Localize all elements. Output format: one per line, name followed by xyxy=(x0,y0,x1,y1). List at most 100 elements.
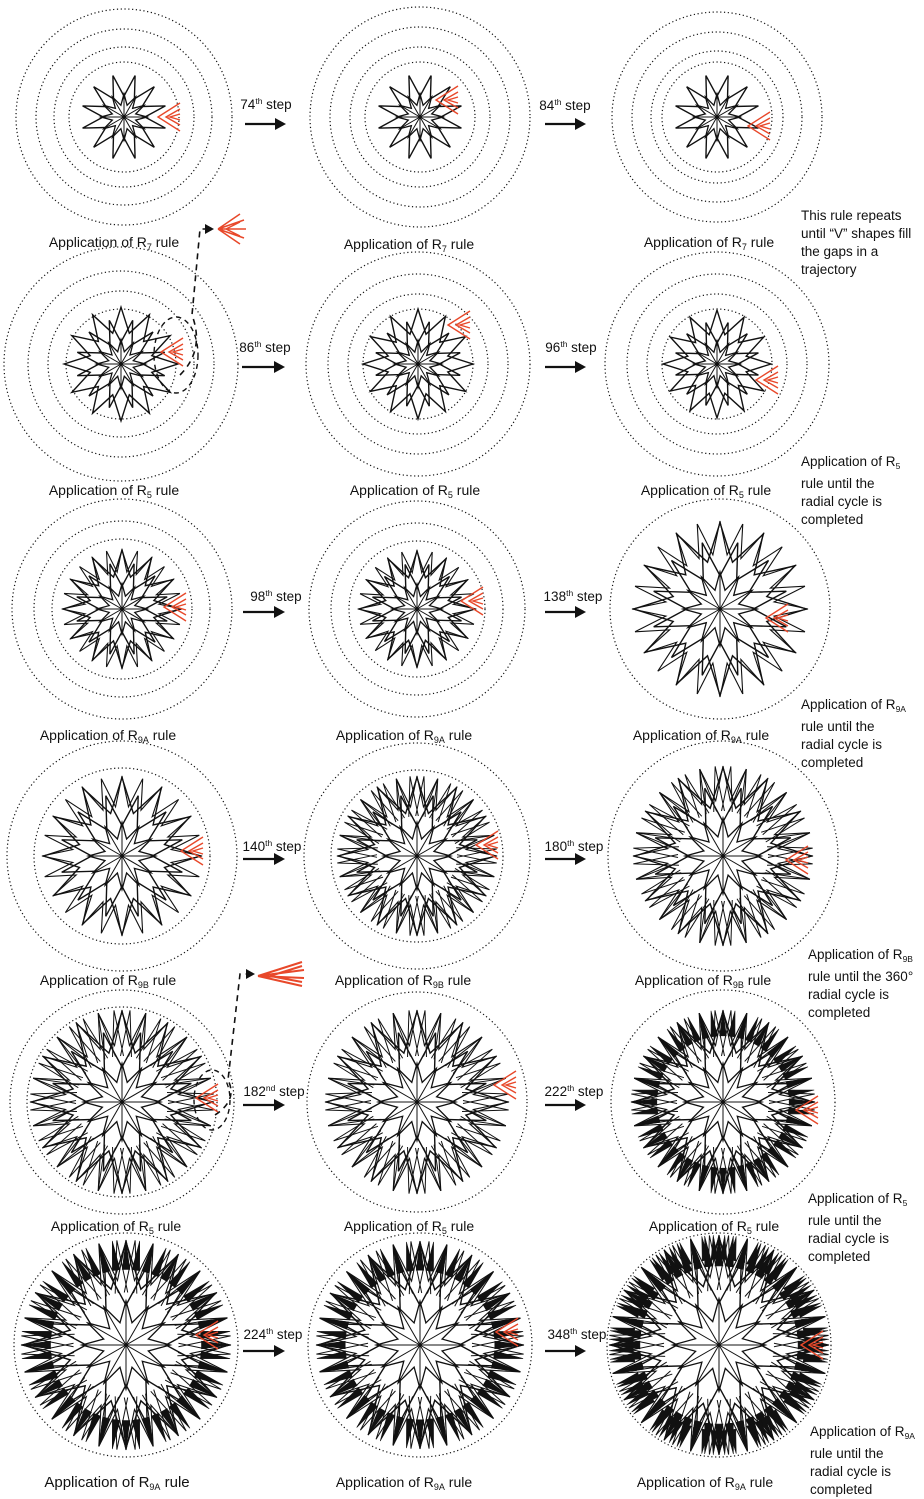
step-arrow-r4-2-head xyxy=(575,853,586,865)
fan-inset-2 xyxy=(257,961,305,987)
note-r1: This rule repeats until “V” shapes fill … xyxy=(801,208,912,277)
highlight-mark-r3-c3 xyxy=(764,603,789,633)
step-label-r3-b: 138th step xyxy=(543,588,603,604)
pattern-r1-c3 xyxy=(675,75,759,159)
step-label-r5-b: 222th step xyxy=(544,1083,604,1099)
highlight-mark-r2-c1 xyxy=(159,337,184,367)
highlight-mark-r6-c2 xyxy=(494,1317,519,1347)
ring-r6-c2-1 xyxy=(307,1232,533,1458)
callout-ellipse-1 xyxy=(153,316,199,394)
caption-r1-c2: Application of R7 rule xyxy=(343,236,475,254)
pattern-r6-c3 xyxy=(608,1234,830,1456)
ring-r4-c2-1 xyxy=(303,742,531,970)
caption-r3-c1: Application of R9A rule xyxy=(39,727,177,745)
pattern-r5-c2 xyxy=(324,1009,510,1195)
note-r6: Application of R9A rule until the radial… xyxy=(810,1424,915,1497)
step-arrow-r1-1-head xyxy=(275,118,286,130)
step-arrow-r6-1-head xyxy=(274,1345,285,1357)
ring-r2-c2-3 xyxy=(347,293,489,435)
ring-r2-c1-2 xyxy=(27,270,215,458)
ring-r3-c2-1 xyxy=(308,500,526,718)
step-label-r1-a: 74th step xyxy=(240,96,292,112)
ring-r1-c3-4 xyxy=(661,61,773,173)
callout-leader-1 xyxy=(179,228,212,376)
ring-r5-c1-1 xyxy=(9,989,235,1215)
ring-r3-c3-1 xyxy=(609,498,831,720)
ring-r1-c1-4 xyxy=(68,61,180,173)
ring-r4-c3-1 xyxy=(607,740,839,972)
note-r4: Application of R9B rule until the 360° r… xyxy=(808,947,914,1020)
pattern-r6-c1 xyxy=(20,1239,232,1451)
step-arrow-r4-1-head xyxy=(274,853,285,865)
caption-r4-c1: Application of R9B rule xyxy=(39,972,177,990)
pattern-r6-c2 xyxy=(315,1240,525,1450)
highlight-mark-r3-c1 xyxy=(162,592,187,622)
caption-r6-c1: Application of R9A rule xyxy=(44,1474,190,1492)
pattern-r4-c2 xyxy=(336,775,498,937)
ring-r1-c2-3 xyxy=(349,46,491,188)
highlight-mark-r4-c2 xyxy=(474,830,499,860)
ring-r3-c2-2 xyxy=(330,522,504,696)
pattern-r5-c3 xyxy=(630,1009,816,1195)
caption-r4-c3: Application of R9B rule xyxy=(634,972,772,990)
step-arrow-r5-1-head xyxy=(274,1099,285,1111)
highlight-mark-r4-c1 xyxy=(179,836,204,866)
step-label-r2-a: 86th step xyxy=(239,339,291,355)
caption-r5-c3: Application of R5 rule xyxy=(648,1218,780,1236)
ring-r2-c1-3 xyxy=(47,290,195,438)
pattern-r3-c3 xyxy=(631,520,809,698)
step-label-r6-a: 224th step xyxy=(243,1326,303,1342)
pattern-r2-c3 xyxy=(660,307,774,421)
ring-r4-c2-2 xyxy=(330,769,504,943)
ring-r2-c3-2 xyxy=(626,273,808,455)
ring-r1-c1-2 xyxy=(35,28,213,206)
fan-inset-1 xyxy=(217,213,246,245)
highlight-mark-r1-c2 xyxy=(434,85,459,115)
step-arrow-r3-2-head xyxy=(575,606,586,618)
callout-arrowhead-2 xyxy=(246,969,255,979)
ring-r2-c2-2 xyxy=(327,273,509,455)
highlight-mark-r6-c3 xyxy=(799,1330,824,1360)
highlight-mark-r1-c1 xyxy=(156,102,181,132)
ring-r2-c3-1 xyxy=(604,251,830,477)
ring-r1-c1-1 xyxy=(15,8,233,226)
highlight-mark-r5-c2 xyxy=(492,1070,517,1100)
ring-r3-c1-1 xyxy=(11,498,233,720)
pattern-r3-c2 xyxy=(356,548,478,670)
step-arrow-r6-2-head xyxy=(575,1345,586,1357)
step-arrow-r1-2-head xyxy=(575,118,586,130)
ring-r5-c3-1 xyxy=(610,989,836,1215)
step-arrow-r2-2-head xyxy=(575,361,586,373)
ring-r3-c2-3 xyxy=(348,540,486,678)
ring-r4-c1-1 xyxy=(6,740,238,972)
pattern-r3-c1 xyxy=(60,547,184,671)
ring-r2-c1-1 xyxy=(3,246,239,482)
caption-r2-c3: Application of R5 rule xyxy=(640,482,772,500)
ring-r6-c1-1 xyxy=(13,1232,239,1458)
caption-r6-c2: Application of R9A rule xyxy=(335,1474,473,1492)
step-label-r5-a: 182nd step xyxy=(243,1083,305,1099)
step-label-r3-a: 98th step xyxy=(250,588,302,604)
note-r3: Application of R9A rule until the radial… xyxy=(801,697,906,770)
ring-r1-c3-1 xyxy=(611,11,823,223)
callout-leader-2 xyxy=(214,973,252,1116)
ring-r5-c2-1 xyxy=(306,991,528,1213)
ring-r5-c1-2 xyxy=(26,1006,218,1198)
highlight-mark-r2-c2 xyxy=(446,310,471,340)
pattern-r2-c1 xyxy=(61,304,181,424)
step-label-r2-b: 96th step xyxy=(545,339,597,355)
highlight-mark-r2-c3 xyxy=(754,365,779,395)
highlight-mark-r5-c3 xyxy=(794,1095,819,1125)
pattern-r1-c1 xyxy=(82,75,166,159)
step-label-r4-b: 180th step xyxy=(544,838,604,854)
caption-r5-c1: Application of R5 rule xyxy=(50,1218,182,1236)
highlight-mark-r1-c3 xyxy=(746,111,771,141)
ring-r2-c2-1 xyxy=(305,251,531,477)
caption-r3-c3: Application of R9A rule xyxy=(632,727,770,745)
caption-r5-c2: Application of R5 rule xyxy=(343,1218,475,1236)
caption-r1-c3: Application of R7 rule xyxy=(643,234,775,252)
highlight-mark-r5-c1 xyxy=(194,1083,219,1113)
callout-ellipse-2 xyxy=(193,1069,231,1131)
callout-arrowhead-1 xyxy=(205,224,214,234)
